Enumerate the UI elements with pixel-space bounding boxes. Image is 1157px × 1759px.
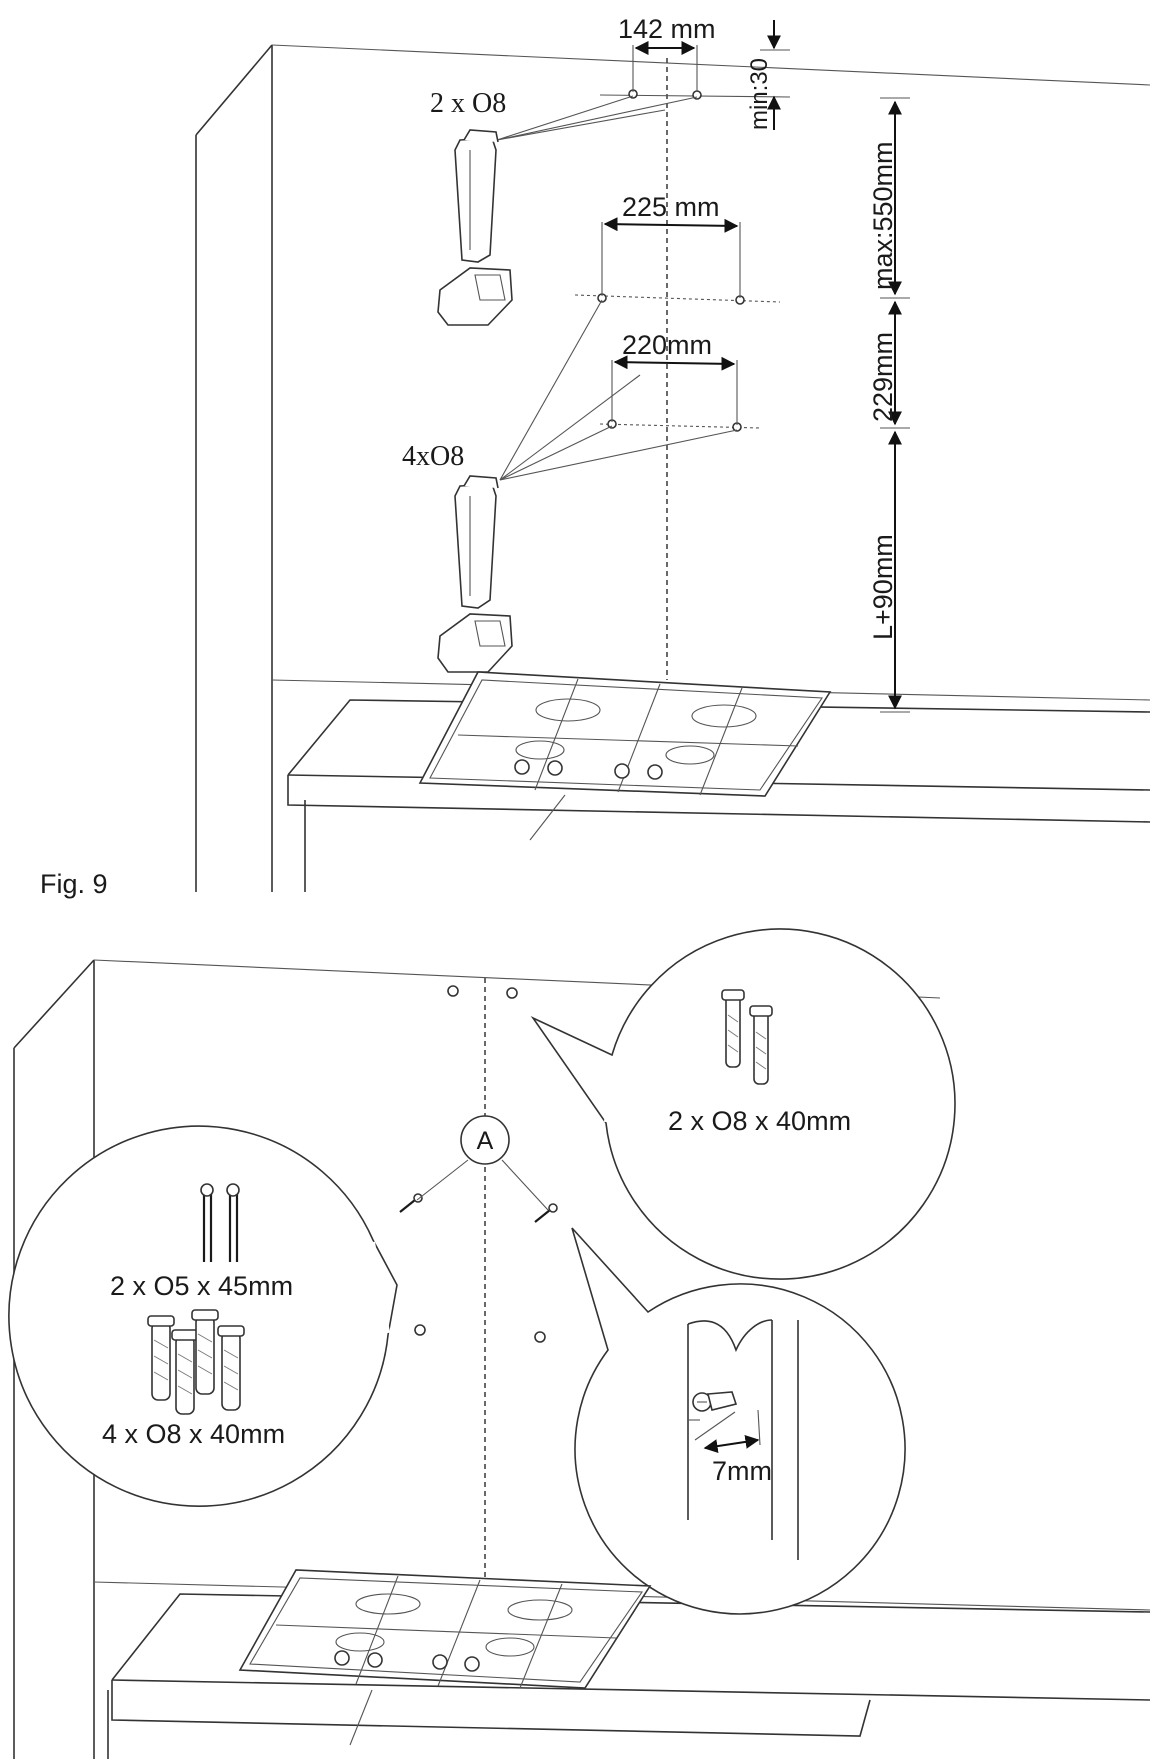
screw-left-icon: [399, 1193, 423, 1213]
plugs-left-label: 4 x O8 x 40mm: [102, 1419, 285, 1449]
dim-line-225: [603, 217, 739, 233]
wall-hole: [506, 987, 518, 999]
dim-220-label: 220mm: [622, 330, 712, 360]
callout-a-circle: [460, 1115, 510, 1165]
screws-label: 2 x O5 x 45mm: [110, 1271, 293, 1301]
dim-L90-label: L+90mm: [868, 534, 898, 640]
wall-plug-icon: [749, 1005, 773, 1085]
dim-229-label: 229mm: [868, 332, 898, 422]
bubble-fixings-left: 2 x O5 x 45mm: [8, 1125, 398, 1507]
screw-icon: [226, 1183, 240, 1262]
plugs-top-label: 2 x O8 x 40mm: [668, 1106, 851, 1136]
holes-2-label: 2 x O8: [430, 88, 506, 119]
gap-label: 7mm: [712, 1456, 772, 1486]
drill-upper-icon: [437, 129, 513, 326]
dim-142-label: 142 mm: [618, 14, 716, 44]
figure-label: Fig. 9: [40, 869, 108, 899]
wall-hole: [414, 1324, 426, 1336]
bubble-plugs-top: 2 x O8 x 40mm: [530, 928, 956, 1280]
screw-right-icon: [534, 1203, 558, 1223]
bottom-figure: A 2 x O8 x 40mm: [8, 928, 1151, 1759]
wall-plug-icon: [721, 989, 745, 1068]
screw-icon: [200, 1183, 214, 1262]
holes-4-label: 4xO8: [402, 441, 464, 472]
wall-hole: [534, 1331, 546, 1343]
bubble-screw-detail: 7mm: [571, 1227, 906, 1615]
dim-max550-label: max:550mm: [868, 141, 898, 290]
dim-min30-label: min:30: [746, 58, 773, 130]
dim-line-220: [613, 355, 736, 371]
dim-225-label: 225 mm: [622, 192, 720, 222]
drill-lower-icon: [437, 475, 513, 673]
wall-plug-icon: [171, 1329, 199, 1415]
wall-plug-icon: [147, 1315, 175, 1401]
top-figure: 142 mm min:30 2 x O8 225 mm 220mm: [40, 14, 1151, 899]
callout-a-letter: A: [477, 1127, 494, 1155]
hob-bottom-icon: [238, 1569, 652, 1746]
hob-top-icon: [418, 671, 832, 841]
wall-plug-icon: [191, 1309, 219, 1395]
screw-head-icon: [692, 1391, 738, 1412]
wall-plug-icon: [217, 1325, 245, 1411]
wall-hole: [447, 985, 459, 997]
